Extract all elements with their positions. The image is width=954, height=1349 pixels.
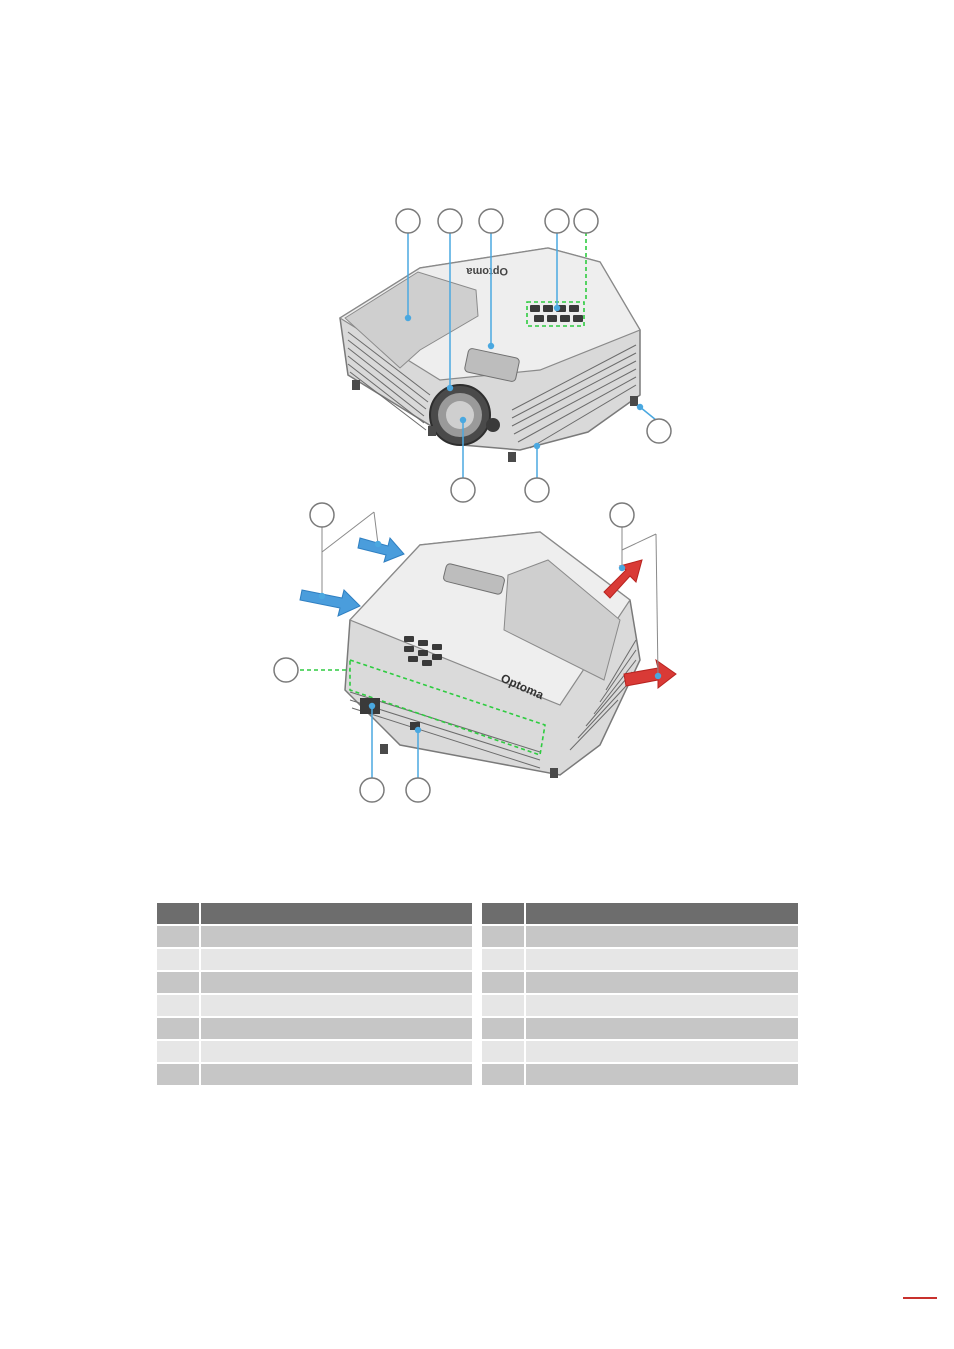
callout-marker — [573, 208, 599, 234]
row-item — [525, 971, 798, 995]
row-item — [525, 994, 798, 1018]
row-number — [157, 1017, 201, 1041]
parts-table-right — [482, 903, 798, 1087]
table-row — [157, 1040, 472, 1064]
callout-marker — [609, 502, 635, 528]
row-number — [482, 925, 526, 949]
col-number-header — [157, 903, 201, 926]
row-item — [200, 1040, 472, 1064]
row-number — [157, 1040, 201, 1064]
table-header — [482, 903, 798, 926]
table-row — [482, 1040, 798, 1064]
row-number — [482, 1040, 526, 1064]
row-item — [200, 1063, 472, 1087]
table-row — [157, 925, 472, 949]
projector-figure: Optoma — [273, 208, 677, 803]
table-header — [157, 903, 472, 926]
table-row — [157, 971, 472, 995]
table-row — [482, 994, 798, 1018]
table-row — [157, 1017, 472, 1041]
callout-marker — [478, 208, 504, 234]
row-number — [157, 1063, 201, 1087]
table-row — [482, 948, 798, 972]
footer-accent-line — [903, 1297, 937, 1299]
table-row — [482, 1017, 798, 1041]
table-row — [157, 1063, 472, 1087]
row-item — [200, 971, 472, 995]
callout-marker — [273, 657, 299, 683]
row-item — [525, 925, 798, 949]
callout-marker — [405, 777, 431, 803]
row-number — [157, 948, 201, 972]
row-number — [157, 925, 201, 949]
callout-marker — [437, 208, 463, 234]
col-number-header — [482, 903, 526, 926]
row-number — [482, 1017, 526, 1041]
row-item — [200, 1017, 472, 1041]
row-number — [482, 1063, 526, 1087]
brand-logo-top: Optoma — [466, 265, 508, 277]
callout-marker — [359, 777, 385, 803]
projector-top-view: Optoma — [338, 208, 672, 503]
row-item — [525, 1017, 798, 1041]
row-number — [482, 948, 526, 972]
callout-marker — [395, 208, 421, 234]
row-item — [525, 1040, 798, 1064]
table-row — [157, 948, 472, 972]
parts-table-left — [157, 903, 472, 1087]
callout-marker — [309, 502, 335, 528]
callout-marker — [450, 477, 476, 503]
col-item-header — [525, 903, 798, 926]
callout-marker — [524, 477, 550, 503]
callout-marker — [646, 418, 672, 444]
row-number — [157, 971, 201, 995]
row-item — [200, 994, 472, 1018]
row-item — [200, 948, 472, 972]
table-row — [157, 994, 472, 1018]
table-row — [482, 971, 798, 995]
row-number — [157, 994, 201, 1018]
row-number — [482, 971, 526, 995]
col-item-header — [200, 903, 472, 926]
row-item — [200, 925, 472, 949]
row-item — [525, 1063, 798, 1087]
row-number — [482, 994, 526, 1018]
callout-marker — [544, 208, 570, 234]
row-item — [525, 948, 798, 972]
table-row — [482, 1063, 798, 1087]
table-row — [482, 925, 798, 949]
projector-rear-view: Optoma — [273, 502, 677, 803]
